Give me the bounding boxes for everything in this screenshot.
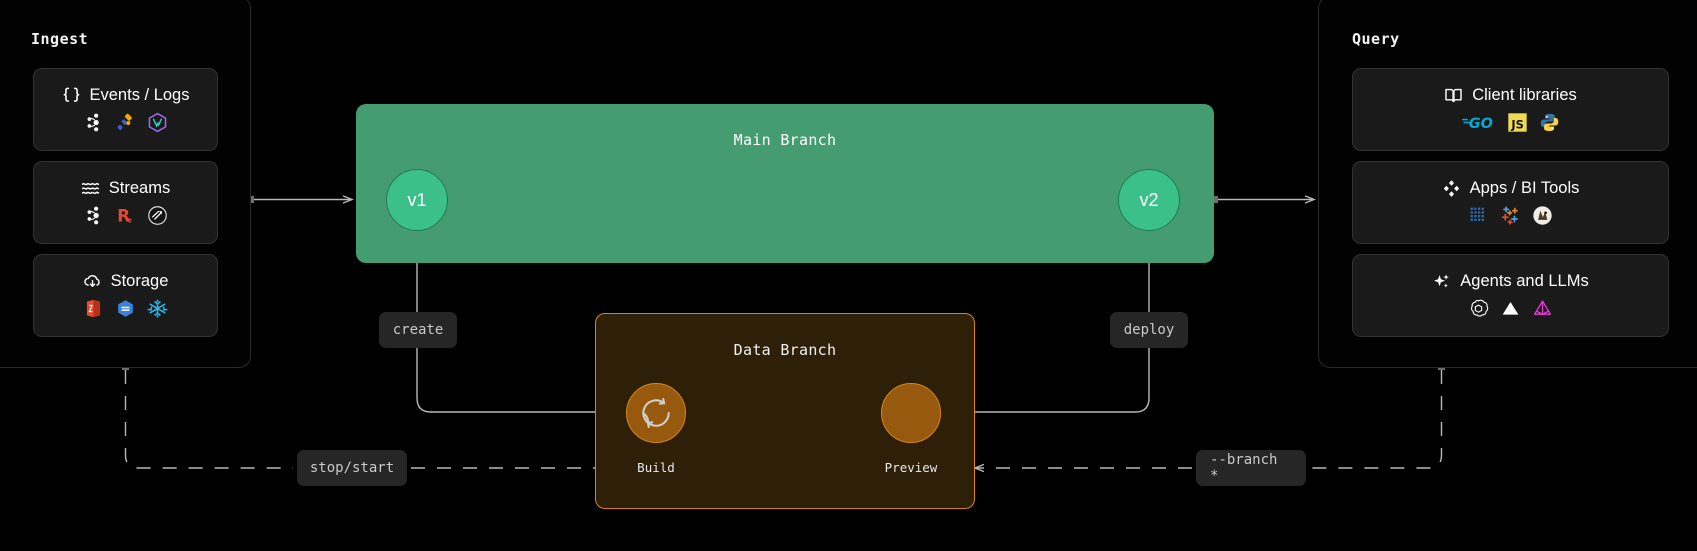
ingest-panel-title: Ingest <box>31 30 89 48</box>
query-card-agents-llms-label: Agents and LLMs <box>1460 271 1589 290</box>
javascript-logo: JS <box>1507 113 1527 132</box>
vector-logo <box>148 112 167 133</box>
waves-icon <box>81 179 100 198</box>
data-branch-node-preview[interactable] <box>881 383 941 443</box>
query-card-apps-bi-tools-head: Apps / BI Tools <box>1442 178 1580 198</box>
warpstream-logo <box>148 206 167 225</box>
redpanda-logo: R <box>117 207 132 226</box>
data-branch-title: Data Branch <box>733 341 837 359</box>
snowflake-logo <box>147 299 168 318</box>
ingest-card-events-logs-head: Events / Logs <box>62 85 190 105</box>
metabase-logo <box>1533 206 1552 225</box>
query-card-client-libraries-label: Client libraries <box>1472 85 1577 104</box>
ingest-card-storage-logos <box>83 298 168 320</box>
google-cloud-storage-logo <box>118 300 133 317</box>
main-branch-node-v2-label: v2 <box>1139 189 1159 210</box>
ingest-card-events-logs[interactable]: Events / Logs <box>33 68 218 151</box>
ingest-card-streams-logos: R <box>83 205 168 227</box>
query-card-apps-bi-tools-logos <box>1468 205 1553 227</box>
query-card-agents-llms-logos <box>1468 298 1553 320</box>
sparkles-icon <box>1432 272 1451 291</box>
anthropic-logo <box>1502 301 1519 315</box>
data-branch-node-build-label: Build <box>637 460 675 475</box>
edge-label-deploy[interactable]: deploy <box>1110 312 1188 348</box>
query-card-client-libraries-head: Client libraries <box>1444 86 1577 105</box>
aws-s3-logo <box>86 299 101 318</box>
query-card-agents-llms-head: Agents and LLMs <box>1432 271 1589 291</box>
query-card-client-libraries-logos: GO JS <box>1461 112 1560 134</box>
query-panel: Query Client libraries GO <box>1318 0 1697 368</box>
query-card-client-libraries[interactable]: Client libraries GO JS <box>1352 68 1669 151</box>
opentelemetry-logo <box>117 113 132 131</box>
svg-text:JS: JS <box>1510 118 1523 132</box>
openai-logo <box>1470 299 1489 317</box>
main-branch-container[interactable]: Main Branch <box>356 104 1214 263</box>
braces-icon <box>62 86 81 105</box>
python-logo <box>1540 113 1558 132</box>
main-branch-title: Main Branch <box>733 131 837 149</box>
main-branch-node-v1[interactable]: v1 <box>386 169 448 231</box>
kafka-logo <box>87 206 99 225</box>
ingest-card-storage-head: Storage <box>83 271 169 291</box>
diamonds-icon <box>1442 179 1461 198</box>
main-branch-node-v2[interactable]: v2 <box>1118 169 1180 231</box>
ingest-card-storage[interactable]: Storage <box>33 254 218 337</box>
query-card-apps-bi-tools-label: Apps / BI Tools <box>1469 178 1580 197</box>
main-branch-node-v1-label: v1 <box>407 189 427 210</box>
refresh-circle-icon <box>642 398 670 428</box>
data-branch-node-build[interactable] <box>626 383 686 443</box>
ingest-card-storage-label: Storage <box>110 271 169 290</box>
kafka-logo <box>87 113 99 132</box>
edge-label-stop-start[interactable]: stop/start <box>297 450 407 486</box>
query-card-apps-bi-tools[interactable]: Apps / BI Tools <box>1352 161 1669 244</box>
edge-label-create[interactable]: create <box>379 312 457 348</box>
query-panel-title: Query <box>1352 30 1400 48</box>
cloud-download-icon <box>83 272 102 291</box>
edge-label-branch-flag[interactable]: --branch * <box>1196 450 1306 486</box>
grafana-logo <box>1470 207 1484 221</box>
go-logo: GO <box>1461 116 1492 132</box>
superset-logo <box>1501 206 1518 225</box>
book-icon <box>1444 86 1463 105</box>
ingest-card-streams-head: Streams <box>81 179 170 198</box>
ingest-card-events-logs-logos <box>83 112 168 134</box>
ingest-card-streams[interactable]: Streams R <box>33 161 218 244</box>
svg-text:R: R <box>117 207 130 226</box>
ingest-panel: Ingest Events / Logs <box>0 0 251 368</box>
svg-text:GO: GO <box>1468 116 1492 132</box>
ingest-card-streams-label: Streams <box>108 178 171 197</box>
ingest-card-events-logs-label: Events / Logs <box>89 85 190 104</box>
query-card-agents-llms[interactable]: Agents and LLMs <box>1352 254 1669 337</box>
langchain-logo <box>1533 300 1552 315</box>
data-branch-node-preview-label: Preview <box>884 460 938 475</box>
